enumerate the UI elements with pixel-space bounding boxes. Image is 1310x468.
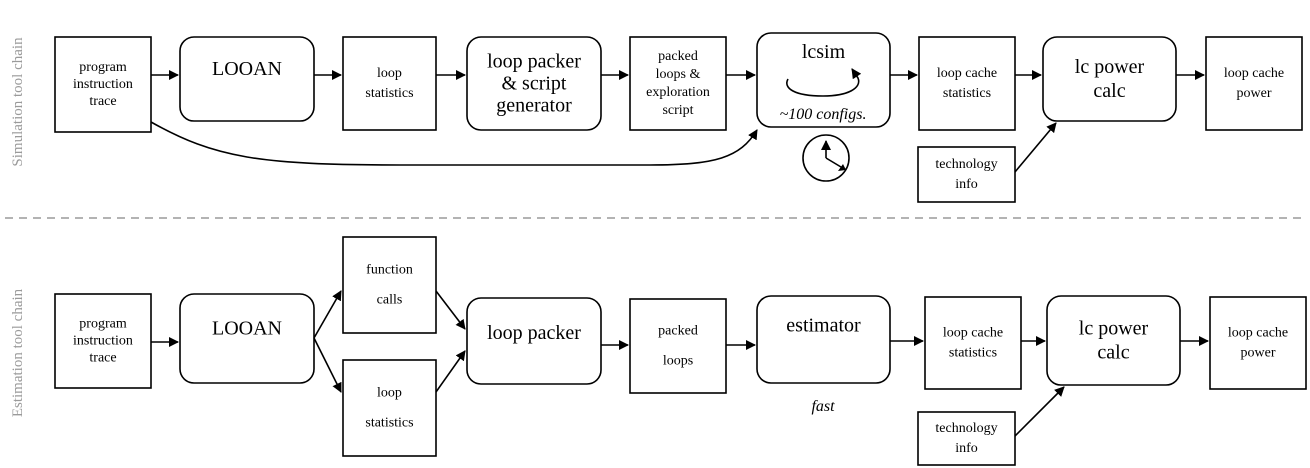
node-label-line: lc power — [1075, 56, 1145, 78]
lcsim-box: lcsim — [756, 32, 891, 128]
node-label-line: loop cache — [1228, 326, 1288, 341]
node-label-line: statistics — [365, 416, 413, 431]
sim-packed-loops-exploration-script-box: packed loops & exploration script — [629, 36, 727, 131]
node-label-line: calc — [1093, 80, 1125, 102]
fast-annotation: fast — [811, 398, 835, 415]
sim-technology-info-box: technology info — [917, 146, 1016, 203]
est-arrow-tech-to-powercalc — [1014, 386, 1065, 437]
node-label-line: packed — [658, 324, 698, 339]
node-label-line: program — [79, 60, 127, 75]
lcsim-loop-arrow-icon — [786, 68, 862, 97]
est-arrow-calls-to-packer — [435, 290, 466, 330]
node-label-line: power — [1237, 86, 1272, 101]
node-label-line: loop cache — [1224, 66, 1284, 81]
node-label-line: loop cache — [943, 326, 1003, 341]
node-label-line: script — [662, 103, 693, 118]
est-loop-packer-box: loop packer — [466, 297, 602, 385]
est-function-calls-box: function calls — [342, 236, 437, 334]
node-label-line: statistics — [949, 346, 997, 361]
node-label-line: statistics — [943, 86, 991, 101]
node-label-line: loop cache — [937, 66, 997, 81]
node-label-line: info — [955, 441, 978, 456]
node-label-line: lc power — [1079, 318, 1149, 340]
node-label-line: info — [955, 177, 978, 192]
est-program-trace-box: program instruction trace — [54, 293, 152, 389]
node-label-line: calc — [1097, 342, 1129, 364]
simulation-chain-label: Simulation tool chain — [10, 37, 26, 167]
node-label-line: trace — [89, 351, 116, 366]
est-technology-info-box: technology info — [917, 411, 1016, 466]
node-label-line: estimator — [786, 315, 861, 337]
node-label-line: loop — [377, 386, 402, 401]
node-label-line: exploration — [646, 85, 710, 100]
sim-looan-box: LOOAN — [179, 36, 315, 122]
node-label-line: lcsim — [802, 41, 846, 63]
sim-loop-cache-power-box: loop cache power — [1205, 36, 1303, 131]
node-label-line: & script — [502, 73, 567, 95]
est-arrow-looan-to-calls — [313, 290, 342, 339]
est-arrow-stats-to-packer — [435, 350, 466, 393]
node-label-line: technology — [935, 421, 997, 436]
sim-loop-statistics-box: loop statistics — [342, 36, 437, 131]
node-label-line: power — [1241, 346, 1276, 361]
node-label-line: instruction — [73, 77, 133, 92]
configs-annotation: ~100 configs. — [780, 106, 867, 123]
node-label-line: LOOAN — [212, 58, 282, 80]
est-loop-cache-power-box: loop cache power — [1209, 296, 1307, 390]
node-label-line: statistics — [365, 86, 413, 101]
node-label-line: loop — [377, 66, 402, 81]
node-label-line: loop packer — [487, 51, 581, 73]
node-label-line: trace — [89, 94, 116, 109]
est-loop-cache-statistics-box: loop cache statistics — [924, 296, 1022, 390]
sim-program-trace-box: program instruction trace — [54, 36, 152, 133]
sim-loop-cache-statistics-box: loop cache statistics — [918, 36, 1016, 131]
sim-arrow-tech-to-powercalc — [1014, 122, 1057, 173]
node-label-line: generator — [496, 95, 572, 117]
estimator-box: estimator — [756, 295, 891, 384]
node-label-line: loop packer — [487, 322, 581, 344]
sim-arrow-trace-to-lcsim — [150, 121, 758, 166]
node-label-line: function — [366, 263, 413, 278]
node-label-line: loops & — [656, 67, 701, 82]
node-label-line: packed — [658, 49, 698, 64]
est-packed-loops-box: packed loops — [629, 298, 727, 394]
est-loop-statistics-box: loop statistics — [342, 359, 437, 457]
node-label-line: technology — [935, 157, 997, 172]
node-label-line: loops — [663, 354, 693, 369]
estimation-chain-label: Estimation tool chain — [10, 288, 26, 417]
node-label-line: LOOAN — [212, 318, 282, 340]
sim-clock-icon — [802, 134, 850, 182]
node-label-line: program — [79, 317, 127, 332]
node-label-line: calls — [377, 293, 403, 308]
est-arrow-looan-to-stats — [313, 337, 342, 393]
est-looan-box: LOOAN — [179, 293, 315, 384]
node-label-line: instruction — [73, 334, 133, 349]
